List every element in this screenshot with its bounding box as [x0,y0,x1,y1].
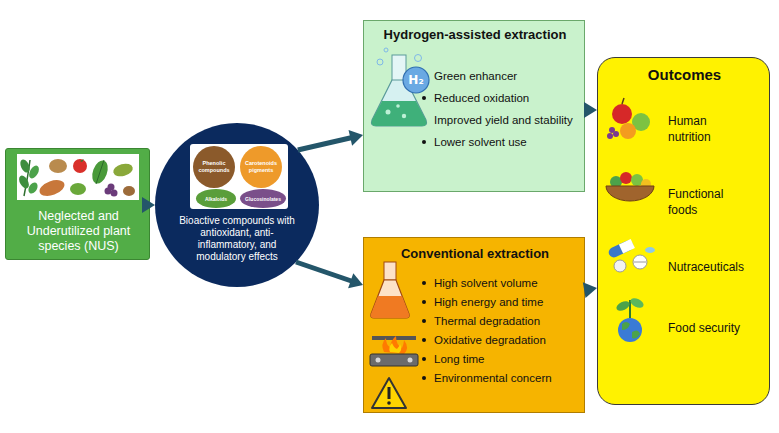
conventional-flask [371,262,409,318]
formula-label: H₂ [403,72,429,88]
flow-arrow [142,197,155,213]
bullet-item: Reduced oxidation [422,91,582,105]
arrow-shaft [585,287,587,292]
bullet-item: High solvent volume [422,276,582,290]
method-box: Conventional extractionHigh solvent volu… [363,237,585,413]
bullet-list: High solvent volumeHigh energy and timeT… [422,276,582,390]
bowl-icon [606,172,654,201]
outcome-label: Human nutrition [668,113,752,145]
node-heading: Neglected and Underutilized plant specie… [10,209,147,254]
outcome-box: OutcomesHuman nutritionFunctional foodsN… [597,57,770,405]
flow-arrow [583,282,597,298]
bullet-item: Green enhancer [422,69,582,83]
flow-arrow [296,262,363,288]
node-heading: Outcomes [598,66,771,84]
species-box: Neglected and Underutilized plant specie… [5,148,150,260]
compound-circle: Bioactive compounds with antioxidant, an… [155,123,319,287]
arrow-head [348,273,363,288]
produce-illustration [17,154,139,200]
node-heading: Hydrogen-assisted extraction [364,27,586,43]
method-box: Hydrogen-assisted extractionGreen enhanc… [363,20,585,192]
arrow-head [142,197,155,213]
compound-name: Alkaloids [204,196,228,202]
compound-bubble: Carotenoids pigments [240,146,282,188]
compound-bubble: Alkaloids [196,189,236,208]
hydrogen-flask [372,48,430,126]
compound-bubble: Phenolic compounds [193,146,235,188]
compound-bubble: Glucosinolates [240,189,286,208]
arrow-head [583,282,597,298]
plant-globe-icon [615,296,645,342]
burner-symbol [370,336,418,366]
outcome-label: Functional foods [668,186,752,218]
flow-arrow [584,102,597,118]
warning-symbol [372,378,406,408]
compound-name: Carotenoids pigments [240,160,282,174]
compound-name: Phenolic compounds [193,160,235,174]
bullet-item: High energy and time [422,295,582,309]
arrow-shaft [145,203,150,208]
compound-panel [190,144,288,209]
bullet-list: Green enhancerReduced oxidationImproved … [422,69,582,157]
arrow-head [584,102,597,118]
arrow-head [349,130,363,146]
arrow-shaft [298,137,353,150]
outcome-label: Food security [668,320,752,336]
bullet-item: Lower solvent use [422,135,582,149]
flow-arrow [298,130,363,150]
compound-name: Glucosinolates [244,196,282,202]
bullet-item: Environmental concern [422,371,582,385]
bullet-item: Improved yield and stability [422,113,582,127]
arrow-shaft [585,108,587,113]
node-heading: Conventional extraction [364,246,586,262]
bullet-item: Oxidative degradation [422,333,582,347]
outcome-label: Nutraceuticals [668,259,752,275]
arrow-shaft [296,262,354,282]
node-heading: Bioactive compounds with antioxidant, an… [173,215,301,263]
bullet-item: Thermal degradation [422,314,582,328]
pills-icon [607,239,655,272]
bullet-item: Long time [422,352,582,366]
fruit-icon [607,98,650,139]
